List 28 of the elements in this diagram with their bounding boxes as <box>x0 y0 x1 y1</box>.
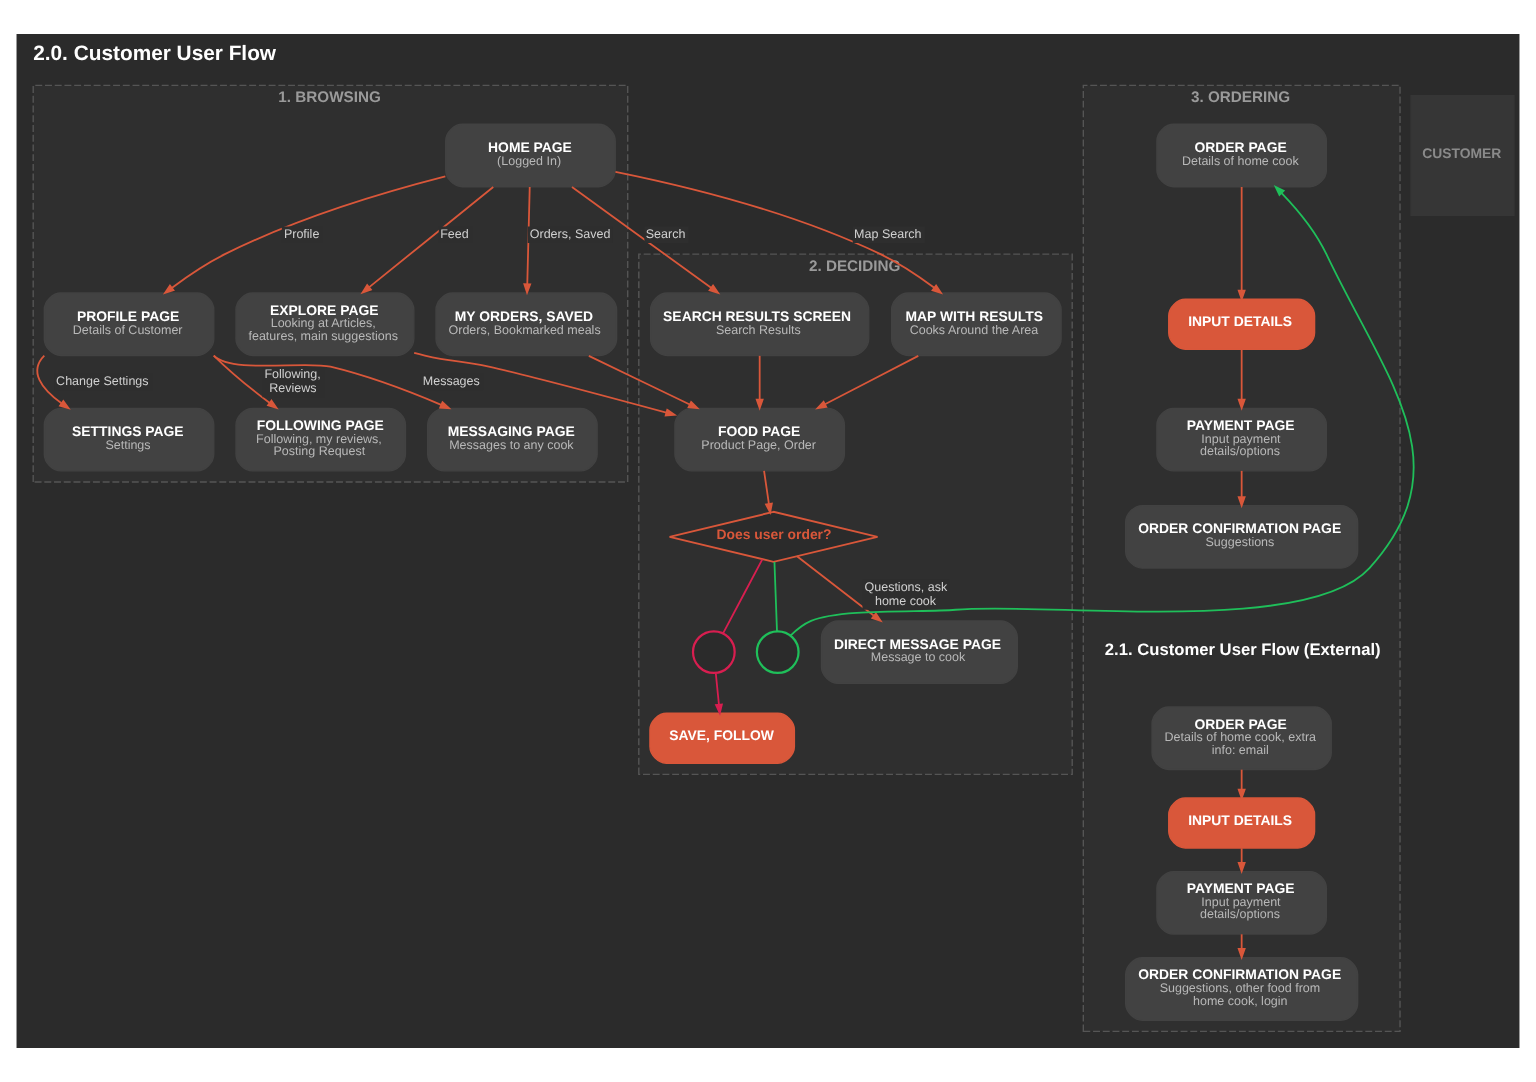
arrow <box>763 469 773 516</box>
arrow <box>614 170 944 295</box>
arrow <box>1237 469 1246 509</box>
arrow <box>789 185 1415 637</box>
arrow <box>212 354 452 410</box>
node-circle <box>691 630 736 675</box>
arrow <box>1237 933 1246 960</box>
arrow <box>714 672 724 716</box>
arrow <box>796 555 883 623</box>
connector <box>722 558 764 635</box>
arrow <box>755 354 764 411</box>
arrow <box>1237 768 1246 801</box>
connector <box>773 561 778 632</box>
arrow <box>571 186 721 295</box>
diagram-title: 2.0. Customer User Flow <box>33 44 277 67</box>
arrow <box>1237 186 1246 302</box>
arrow <box>212 354 279 410</box>
node-circle <box>755 630 800 675</box>
arrow <box>587 354 700 410</box>
arrow <box>815 354 920 410</box>
arrow <box>1237 348 1246 411</box>
arrow <box>413 352 678 417</box>
arrow <box>162 175 447 295</box>
arrow <box>360 186 495 295</box>
arrow <box>1237 847 1246 874</box>
label: 2.1. Customer User Flow (External) <box>1104 639 1381 660</box>
arrow <box>36 354 71 410</box>
arrow <box>523 186 532 296</box>
